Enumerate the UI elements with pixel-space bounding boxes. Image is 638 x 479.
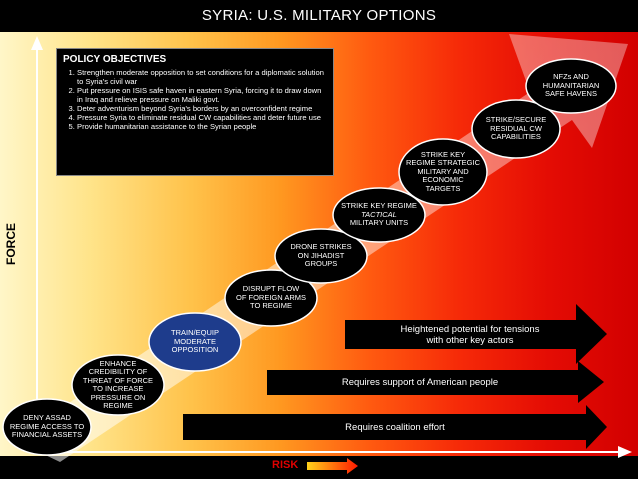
option-label-line: ECONOMIC: [422, 175, 464, 185]
option-label-line: OF FOREIGN ARMS: [235, 292, 306, 302]
option-label-line: TARGETS: [425, 183, 461, 193]
force-axis-label: FORCE: [4, 223, 18, 265]
bar-label-line: Requires coalition effort: [345, 422, 445, 433]
option-label-line: STRIKE KEY: [420, 149, 466, 159]
risk-axis-arrowhead: [618, 446, 632, 458]
option-label-line: TO REGIME: [250, 301, 292, 311]
option-label-line: OPPOSITION: [171, 345, 219, 355]
option-label-line: MILITARY UNITS: [349, 218, 409, 228]
option-oval: [71, 354, 165, 416]
option-label-line: REGIME STRATEGIC: [405, 158, 481, 168]
option-label-line: CREDIBILITY OF: [88, 367, 148, 376]
option-oval: [2, 398, 92, 456]
force-axis-arrowhead: [31, 36, 43, 50]
policy-item: Deter adventurism beyond Syria's borders…: [77, 104, 327, 113]
option-label-line: STRIKE/SECURE: [485, 115, 547, 125]
bar-label-line: Requires support of American people: [341, 377, 499, 388]
option-label-line: DRONE STRIKES: [290, 242, 352, 252]
policy-objectives-box: POLICY OBJECTIVES Strengthen moderate op…: [56, 48, 334, 176]
bar-arrow-coalition: [183, 405, 607, 449]
option-label-line: DISRUPT FLOW: [242, 284, 300, 294]
policy-item: Put pressure on ISIS safe haven in easte…: [77, 86, 327, 104]
options-ovals: [2, 58, 617, 456]
option-label-line: CAPABILITIES: [491, 132, 541, 142]
option-label-line: NFZs AND: [553, 72, 589, 82]
option-label-line: ON JIHADIST: [297, 250, 345, 260]
option-label-line: HUMANITARIAN: [542, 80, 600, 90]
option-label-line: REGIME: [103, 401, 133, 410]
option-label-line: GROUPS: [304, 259, 338, 269]
policy-item: Strengthen moderate opposition to set co…: [77, 68, 327, 86]
option-label-line: ENHANCE: [99, 358, 137, 368]
option-label-line: RESIDUAL CW: [490, 123, 542, 133]
bar-label-american-people: Requires support of American people: [300, 377, 540, 388]
policy-item: Provide humanitarian assistance to the S…: [77, 122, 327, 131]
option-label-line: MODERATE: [174, 336, 216, 346]
option-oval: [398, 138, 488, 206]
option-oval: [525, 58, 617, 114]
policy-objectives-heading: POLICY OBJECTIVES: [63, 54, 167, 65]
option-label-line: MILITARY AND: [417, 166, 469, 176]
option-label-line: TO INCREASE: [92, 384, 144, 393]
option-label-line: DENY ASSAD: [23, 413, 71, 423]
option-oval: [148, 312, 242, 372]
option-label-line: TACTICAL: [361, 209, 397, 219]
bar-arrow-tensions: [345, 304, 607, 364]
bar-arrow-american-people: [267, 361, 604, 403]
option-label-line: TRAIN/EQUIP: [171, 328, 219, 338]
bar-label-coalition: Requires coalition effort: [280, 422, 510, 433]
bar-label-tensions: Heightened potential for tensions with o…: [360, 324, 580, 346]
option-label-line: PRESSURE ON: [90, 392, 146, 402]
policy-item: Pressure Syria to eliminate residual CW …: [77, 113, 327, 122]
option-label-line: STRIKE KEY REGIME: [341, 201, 417, 211]
option-label-line: THREAT OF FORCE: [82, 375, 154, 385]
option-oval: [332, 187, 426, 243]
option-oval: [274, 228, 368, 284]
slide-title: SYRIA: U.S. MILITARY OPTIONS: [0, 0, 638, 32]
option-label-line: REGIME ACCESS TO: [9, 421, 85, 431]
bar-label-line: Heightened potential for tensions: [400, 324, 540, 335]
option-label-line: SAFE HAVENS: [545, 89, 597, 99]
option-oval: [471, 99, 561, 159]
risk-axis-label: RISK: [272, 459, 299, 471]
bar-label-line: with other key actors: [426, 335, 514, 346]
risk-gradient-arrow: [307, 458, 358, 474]
option-oval: [224, 269, 318, 327]
option-label-line: FINANCIAL ASSETS: [11, 430, 83, 440]
policy-objectives-list: Strengthen moderate opposition to set co…: [63, 68, 327, 131]
